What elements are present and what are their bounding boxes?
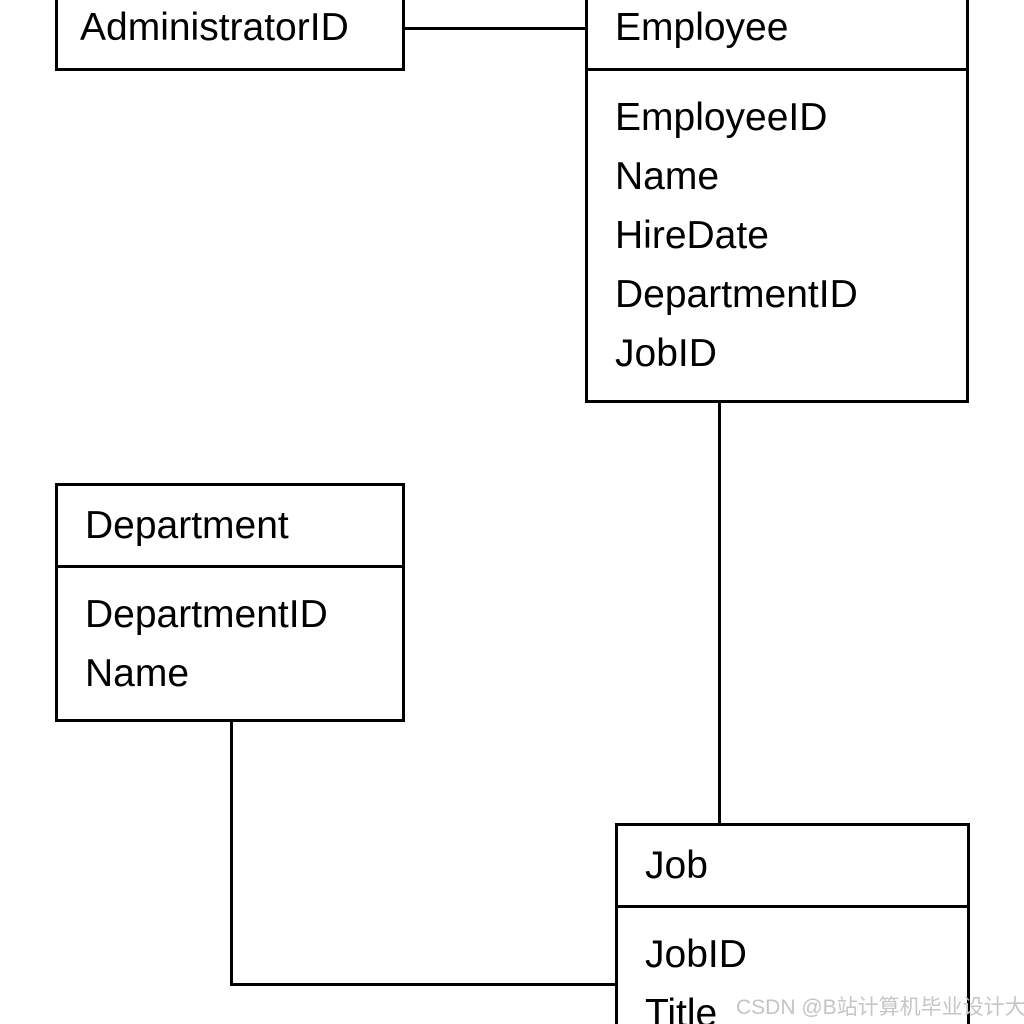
attribute-row: DepartmentID (85, 593, 328, 636)
relationship-line-employee-job (718, 403, 721, 823)
entity-administrator-label: AdministratorID (80, 5, 349, 49)
attribute-row: Title (645, 992, 718, 1024)
entity-job-attributes: JobID Title (618, 908, 967, 1024)
attribute-row: JobID (645, 933, 747, 976)
relationship-line-administrator-employee (405, 27, 585, 30)
attribute-row: HireDate (615, 214, 769, 257)
entity-employee-attributes: EmployeeID Name HireDate DepartmentID Jo… (588, 71, 966, 383)
entity-department-title: Department (58, 486, 402, 568)
attribute-row: JobID (615, 332, 717, 375)
attribute-row: Name (615, 155, 720, 198)
entity-employee-title: Employee (588, 0, 966, 71)
entity-department: Department DepartmentID Name (55, 483, 405, 722)
relationship-line-department-job-horizontal (230, 983, 615, 986)
attribute-row: EmployeeID (615, 96, 828, 139)
entity-job: Job JobID Title (615, 823, 970, 1024)
attribute-row: DepartmentID (615, 273, 858, 316)
entity-department-attributes: DepartmentID Name (58, 568, 402, 703)
attribute-row: Name (85, 652, 190, 695)
entity-administrator: AdministratorID (55, 0, 405, 71)
entity-job-title: Job (618, 826, 967, 908)
entity-employee: Employee EmployeeID Name HireDate Depart… (585, 0, 969, 403)
relationship-line-department-job-vertical (230, 722, 233, 986)
csdn-watermark: CSDN @B站计算机毕业设计大学 (736, 996, 1024, 1019)
